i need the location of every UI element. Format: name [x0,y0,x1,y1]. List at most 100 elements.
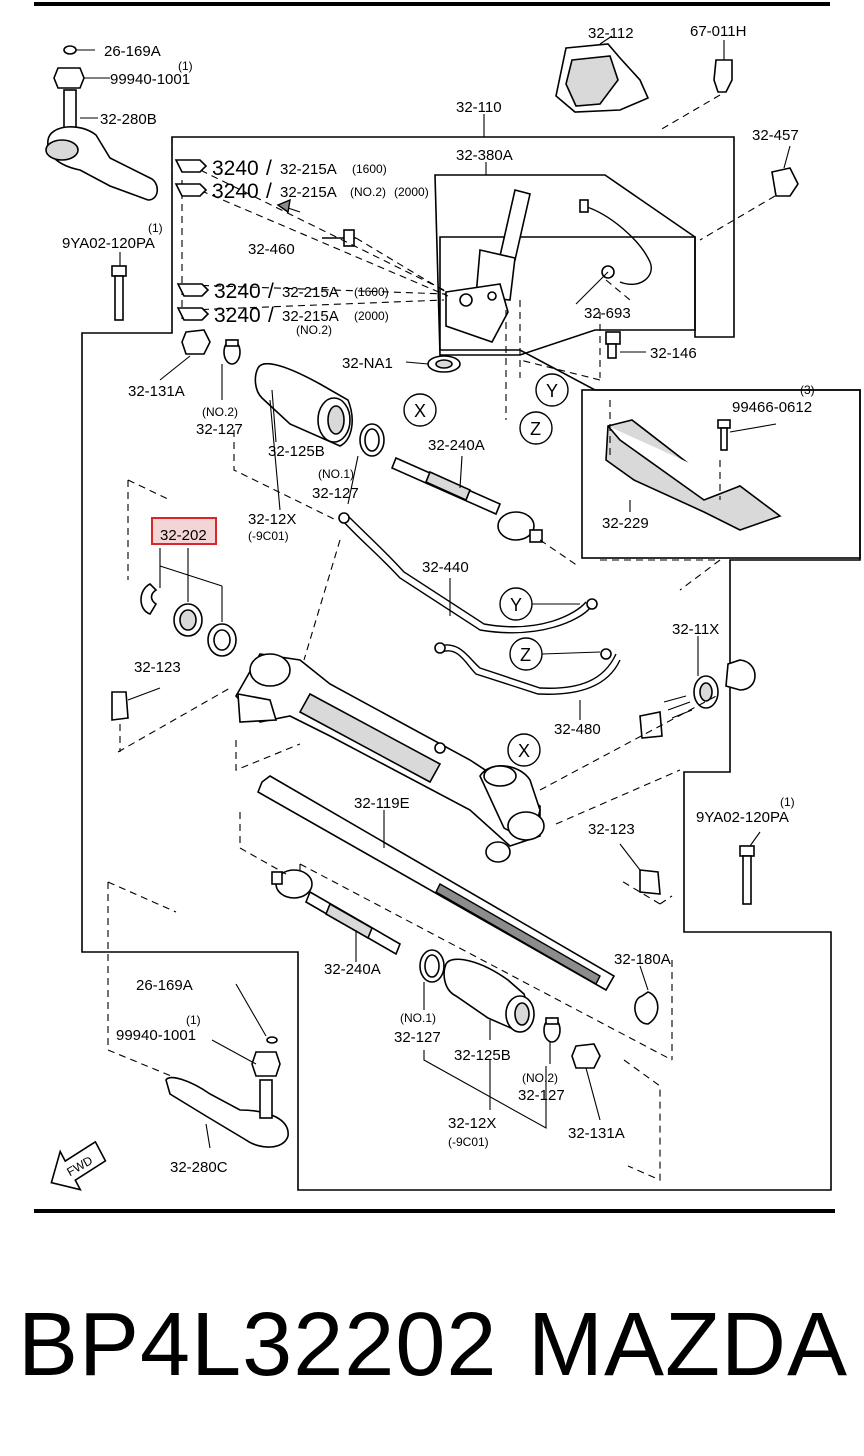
label-9C01-bottom: (-9C01) [448,1135,489,1149]
label-torque-3: 3240 [214,280,261,303]
label-32-12X-bottom: 32-12X [448,1115,496,1132]
label-part-3: 32-215A [282,284,339,301]
heat-shield-229 [605,419,782,531]
pinion-valve-380A [445,162,531,343]
label-32-480: 32-480 [554,721,601,738]
label-26-169A-bottom: 26-169A [136,977,193,994]
label-32-460: 32-460 [248,241,295,258]
tie-rod-end-bottom [165,983,289,1149]
callout-x-top [403,393,437,427]
callout-y-top [535,373,569,407]
tie-rod-end-top [45,89,159,201]
fwd-arrow-icon [50,1140,107,1191]
label-32-280C: 32-280C [170,1159,228,1176]
label-part-1: 32-215A [280,161,337,178]
mount-123-left [111,687,161,752]
label-32-457: 32-457 [752,127,799,144]
torque-icons [174,159,210,321]
bolt-146 [519,331,646,381]
ring-no1-top [359,423,385,457]
label-32-123-right: 32-123 [588,821,635,838]
label-slash-4: / [268,304,274,327]
callout-letter-x-top: X [414,401,426,421]
label-32-202: 32-202 [160,527,207,544]
label-slash-3: / [268,280,274,303]
inner-tie-rod-bottom [271,869,402,962]
label-32-240A-top: 32-240A [428,437,485,454]
label-32-146: 32-146 [650,345,697,362]
label-qty-1-a: (1) [178,59,193,73]
ring-no1-bottom [419,949,445,1010]
label-32-180A: 32-180A [614,951,671,968]
label-no2-bottom: (NO.2) [522,1071,558,1085]
boot-125B-bottom [443,958,535,1040]
ring-180A [634,991,659,1025]
label-qty-1-c: (1) [780,795,795,809]
callout-letter-y-mid: Y [510,595,522,615]
label-32-280B: 32-280B [100,111,157,128]
callout-letter-z-top: Z [530,419,541,439]
callout-letter-z-mid: Z [520,645,531,665]
callout-z-mid [509,637,601,671]
label-note-3: (1600) [354,285,389,299]
label-note-2b: (2000) [394,185,429,199]
label-9C01-top: (-9C01) [248,529,289,543]
dust-boot-top [555,35,650,113]
rack-bar-119E [256,775,616,992]
sensor-wire-693 [579,199,652,301]
callout-y-mid [499,587,580,621]
leader-12X-bottom [423,1050,547,1129]
label-torque-2: 3240 [212,180,259,203]
label-32-240A-bottom: 32-240A [324,961,381,978]
label-qty-1-d: (1) [186,1013,201,1027]
label-32-380A: 32-380A [456,147,513,164]
label-32-127-b: 32-127 [312,485,359,502]
bolt-left [111,265,127,321]
label-note-4b: (NO.2) [296,323,332,337]
callout-z-top [519,411,553,445]
callout-letter-y-top: Y [546,381,558,401]
label-32-127-a: 32-127 [196,421,243,438]
wire-clip-top [659,40,733,131]
sensor-box [434,174,696,356]
label-slash-2: / [266,180,272,203]
label-32-127-d: 32-127 [518,1087,565,1104]
cotter-pin-top [63,45,95,55]
label-qty-1-b: (1) [148,221,163,235]
label-note-4: (2000) [354,309,389,323]
pipe-480 [434,642,621,720]
label-32-131A-top: 32-131A [128,383,185,400]
label-32-NA1: 32-NA1 [342,355,393,372]
label-99940-1001-bottom: 99940-1001 [116,1027,196,1044]
brand-caption: MAZDA [528,1295,848,1395]
label-no1-bottom: (NO.1) [400,1011,436,1025]
label-32-125B-top: 32-125B [268,443,325,460]
part-number-caption: BP4L32202 [18,1295,498,1395]
label-qty-3: (3) [800,383,815,397]
label-67-011H: 67-011H [690,23,746,40]
nut-131A-bottom [571,1043,601,1121]
label-no1-top: (NO.1) [318,467,354,481]
bushing-32-202 [140,548,237,657]
highlight-box-32-202 [151,517,217,545]
inner-tie-rod-top [390,456,579,567]
clamp-no2-bottom [543,1017,561,1064]
label-9YA02-120PA-left: 9YA02-120PA [62,235,155,252]
label-26-169A-top: 26-169A [104,43,161,60]
label-32-127-c: 32-127 [394,1029,441,1046]
label-32-131A-bottom: 32-131A [568,1125,625,1142]
callout-x-mid [507,733,541,767]
steering-gear-exploded-diagram: 26-169A (1) 99940-1001 32-280B (1) 9YA02… [34,2,861,1213]
clamp-no2-top [221,339,241,400]
seal-NA1 [427,355,461,373]
label-32-112: 32-112 [588,25,634,42]
caption-bar: BP4L32202 MAZDA [18,1290,848,1400]
label-32-123-left: 32-123 [134,659,181,676]
label-32-440: 32-440 [422,559,469,576]
label-32-12X-top: 32-12X [248,511,296,528]
callout-letter-x-mid: X [518,741,530,761]
label-slash-1: / [266,157,272,180]
clamp-457 [699,145,799,241]
plunger-set-11X [639,636,756,739]
pipe-440 [338,512,598,634]
